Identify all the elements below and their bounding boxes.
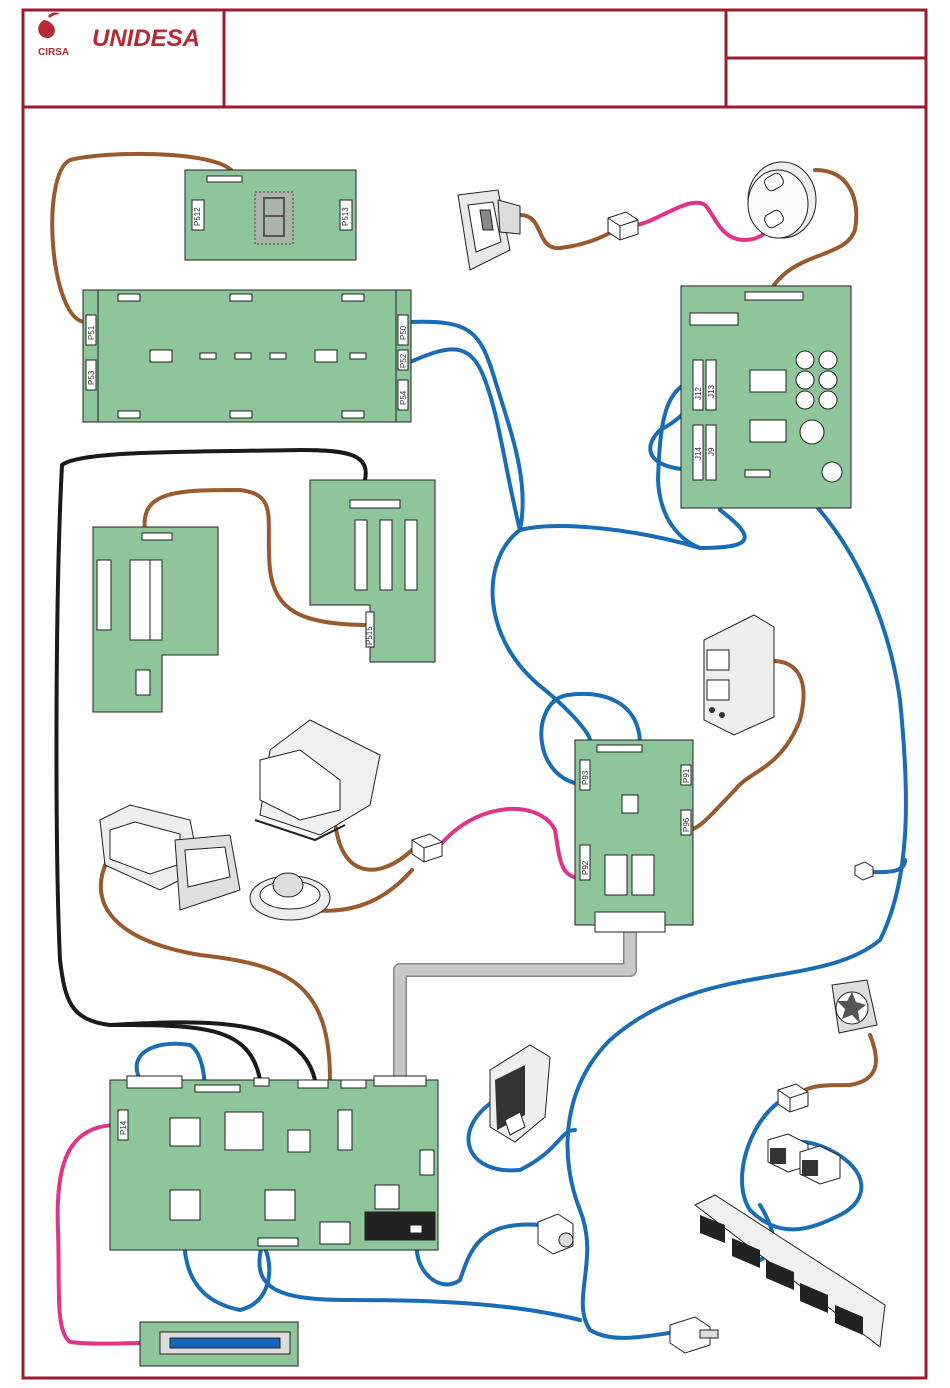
left-l-board [93, 527, 218, 712]
fan [832, 980, 877, 1033]
display-board [185, 170, 356, 260]
label-p515: P515 [365, 626, 374, 645]
wire-blue-center [493, 530, 590, 740]
label-p513: P513 [341, 207, 350, 226]
svg-text:UNIDESA: UNIDESA [92, 25, 200, 52]
wire-brown-fan [805, 1035, 876, 1090]
hopper [255, 720, 380, 840]
center-board [575, 740, 693, 932]
label-p54: P54 [399, 390, 408, 405]
connector-reader [608, 212, 638, 240]
wire-pink-p92 [442, 809, 585, 878]
printer [100, 805, 240, 910]
wire-brown-hopper [335, 820, 412, 870]
label-p52: P52 [399, 353, 408, 368]
label-p53: P53 [87, 370, 96, 385]
wire-brown-reader [520, 215, 612, 248]
wire-blue-center-2 [520, 510, 745, 548]
label-p50: P50 [399, 325, 408, 340]
button-panel [695, 1195, 885, 1347]
camera-lamp [538, 1214, 573, 1254]
wire-blue-p93b [568, 694, 640, 745]
label-p92: P92 [581, 860, 590, 875]
card-reader [458, 190, 520, 270]
label-j14: J14 [694, 447, 703, 460]
toggle-switch [670, 1317, 718, 1353]
main-cpu-board [110, 1076, 438, 1250]
label-p512: P512 [193, 207, 202, 226]
label-p91: P91 [682, 768, 691, 783]
connector-mid [412, 834, 442, 862]
label-p96: P96 [682, 817, 691, 832]
push-buttons [768, 1134, 840, 1184]
svg-text:CIRSA: CIRSA [38, 47, 69, 58]
interface-board [83, 290, 411, 422]
round-speaker [748, 162, 816, 238]
oval-speaker [250, 873, 330, 920]
label-j12: J12 [694, 387, 703, 400]
lcd-display [140, 1322, 298, 1366]
label-j9: J9 [707, 447, 716, 456]
label-j13: J13 [707, 385, 716, 398]
relay [704, 615, 774, 735]
unidesa-logo: UNIDESA [92, 25, 200, 52]
cirsa-logo: CIRSA [38, 12, 69, 58]
label-p51: P51 [87, 325, 96, 340]
wire-blue-small-conn [870, 860, 905, 872]
connector-fan [778, 1084, 808, 1112]
label-p14: P14 [119, 1120, 128, 1135]
connector-right [855, 862, 873, 880]
label-p93: P93 [581, 770, 590, 785]
note-reader [490, 1045, 550, 1142]
